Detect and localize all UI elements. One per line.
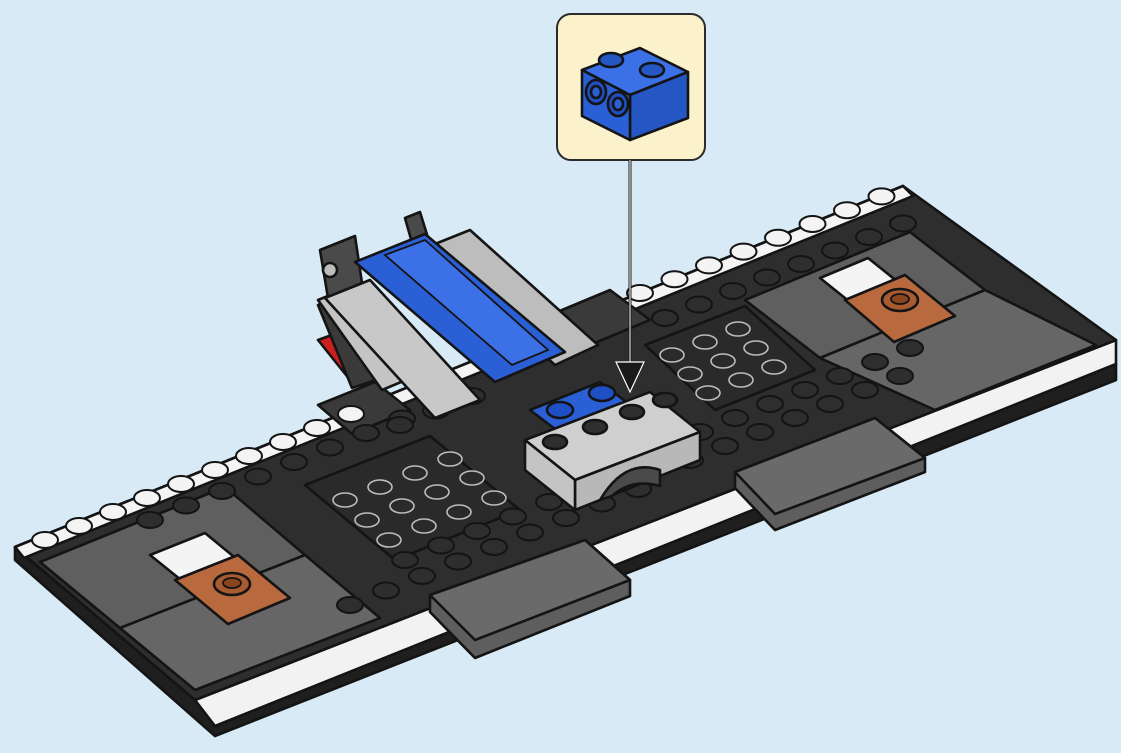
black-stud — [244, 467, 272, 486]
white-stud — [729, 242, 758, 261]
front-gray-tile-left-top — [428, 538, 632, 642]
black-stud — [791, 381, 819, 399]
black-stud — [463, 522, 491, 540]
white-stud — [833, 201, 861, 220]
blue-brick-1x2-with-side-studs-icon — [580, 46, 690, 142]
white-stud — [31, 531, 59, 549]
black-stud — [336, 596, 364, 614]
black-stud — [711, 437, 739, 455]
white-stud — [167, 475, 195, 493]
gray-cylinder-left — [323, 278, 482, 420]
parts-callout — [556, 13, 706, 161]
black-stud — [480, 538, 508, 556]
white-stud — [337, 405, 365, 423]
black-stud — [886, 367, 914, 385]
white-stud — [798, 215, 827, 233]
white-stud — [65, 517, 93, 535]
open-studs-left — [332, 451, 507, 548]
white-stud — [660, 270, 689, 289]
white-stud — [867, 187, 896, 206]
white-stud — [626, 284, 654, 302]
black-stud — [896, 339, 924, 357]
black-stud — [386, 416, 414, 434]
white-edge-studs — [31, 187, 896, 549]
black-stud — [861, 353, 889, 371]
black-stud — [372, 581, 400, 600]
blue-studs — [545, 383, 617, 420]
left-tan-stud-hole — [222, 577, 242, 589]
blue-body-ridge — [383, 238, 550, 367]
black-stud — [352, 424, 380, 442]
placement-arrow-icon — [615, 160, 645, 394]
black-stud — [781, 409, 809, 427]
black-stud — [826, 367, 854, 385]
black-stud — [719, 282, 747, 300]
black-stud — [889, 214, 917, 233]
white-stud — [764, 228, 792, 247]
black-stud — [753, 268, 781, 287]
black-stud — [535, 493, 563, 511]
front-gray-tile-right-top — [733, 416, 927, 516]
black-stud — [685, 295, 713, 314]
right-tan-stud-hole — [890, 293, 910, 305]
white-stud — [235, 447, 263, 465]
black-stud — [208, 482, 236, 500]
black-studs-right-front — [676, 339, 924, 469]
black-stud — [851, 381, 879, 399]
black-stud — [816, 395, 844, 413]
left-dark-tile — [316, 380, 412, 436]
black-stud — [172, 496, 200, 515]
white-stud — [133, 489, 161, 507]
cockpit-assembly — [316, 210, 702, 512]
black-stud — [427, 536, 455, 555]
black-stud — [316, 438, 344, 457]
black-stud — [280, 453, 308, 471]
gray-arch-brick-side — [523, 438, 577, 512]
black-stud — [756, 395, 784, 413]
bracket-hole-icon — [321, 261, 339, 279]
black-stud — [855, 228, 883, 246]
white-stud — [99, 503, 127, 521]
open-studs-right — [659, 321, 787, 401]
white-stud — [201, 461, 229, 479]
black-stud — [746, 423, 774, 441]
black-stud — [516, 523, 544, 542]
black-stud — [821, 241, 849, 260]
black-stud — [136, 511, 164, 529]
white-stud — [269, 433, 297, 451]
black-stud — [391, 551, 419, 569]
black-stud — [787, 255, 815, 273]
black-stud — [552, 509, 580, 527]
black-stud — [408, 567, 436, 585]
white-stud — [303, 419, 331, 437]
gray-brick-studs — [541, 391, 679, 451]
black-stud — [721, 409, 749, 427]
black-stud — [499, 507, 527, 526]
gray-arch-opening — [598, 466, 662, 502]
black-stud — [651, 309, 679, 327]
white-stud — [695, 256, 723, 275]
black-stud — [444, 552, 472, 571]
